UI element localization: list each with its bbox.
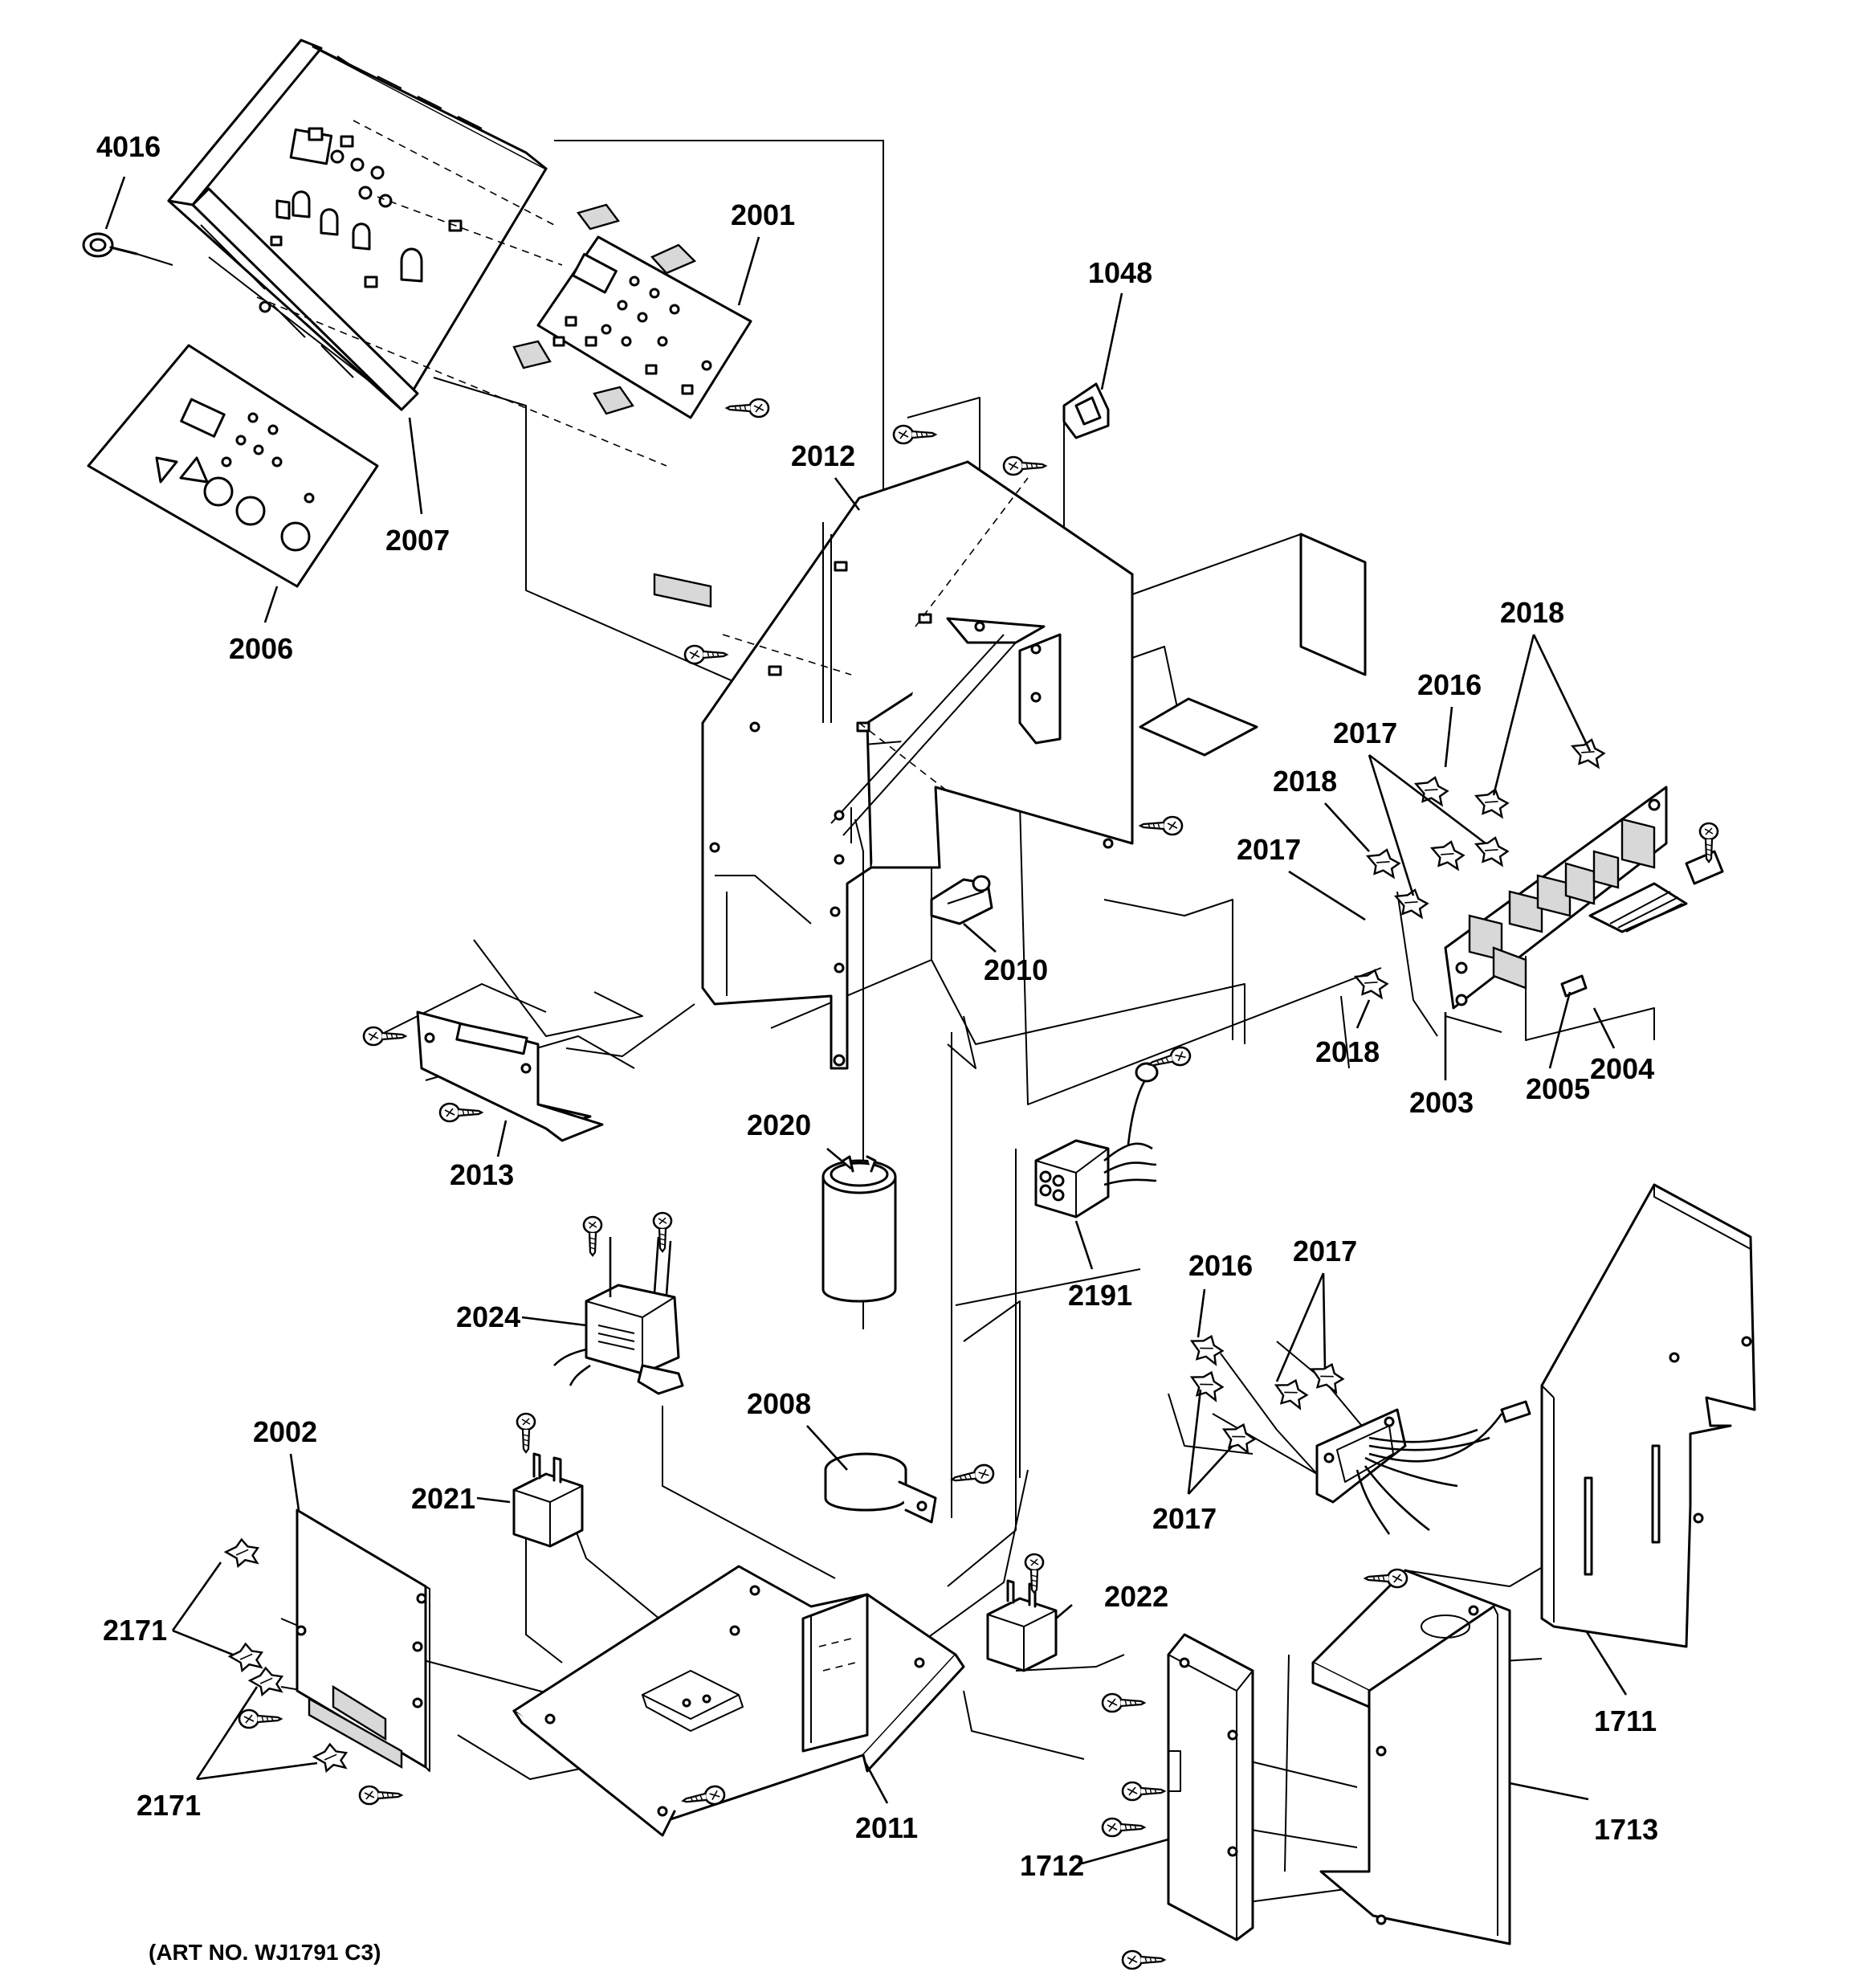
callout-2004: 2004: [1590, 1052, 1654, 1085]
callout-2013: 2013: [450, 1158, 514, 1191]
callout-2021: 2021: [411, 1482, 475, 1515]
cover-plate-2013: [362, 1010, 604, 1142]
switch-1048: [892, 382, 1110, 476]
callout-2017-top: 2017: [1333, 716, 1397, 749]
callout-2022: 2022: [1104, 1580, 1168, 1613]
knob-4016: [82, 232, 173, 266]
callout-2007: 2007: [385, 524, 450, 557]
control-box-2012: [653, 460, 1184, 1070]
callout-2002: 2002: [253, 1415, 317, 1448]
callout-2018-mid: 2018: [1273, 765, 1337, 798]
art-number: (ART NO. WJ1791 C3): [149, 1940, 381, 1965]
callout-2003: 2003: [1409, 1086, 1474, 1119]
callout-2011: 2011: [855, 1811, 918, 1844]
callout-1713: 1713: [1594, 1813, 1658, 1846]
callout-2005: 2005: [1526, 1072, 1590, 1105]
capacitor-strap-2008: [824, 1452, 997, 1524]
callout-1711: 1711: [1594, 1704, 1657, 1737]
side-panel-1711: [1540, 1183, 1756, 1648]
callout-2012: 2012: [791, 439, 855, 472]
wire-harness-2191: [1034, 1043, 1193, 1219]
relay-board-2003: [1351, 735, 1724, 1010]
transformer-2024: [553, 1211, 684, 1395]
control-board-2002: [222, 1508, 430, 1806]
rear-cover-1713: [1311, 1568, 1511, 1945]
callout-2020: 2020: [747, 1108, 811, 1141]
relay-2022: [986, 1553, 1058, 1672]
callout-2018-top: 2018: [1500, 596, 1564, 629]
callout-2017-low-top: 2017: [1293, 1235, 1357, 1268]
callout-2024: 2024: [456, 1300, 520, 1333]
relay-2021: [512, 1412, 584, 1548]
callout-leaders: [104, 176, 1628, 1865]
callout-2001: 2001: [731, 198, 795, 231]
callout-2017-mid: 2017: [1237, 833, 1301, 866]
wire-grommet-assembly: [1186, 1330, 1531, 1535]
bracket-2010: [930, 875, 993, 925]
callout-2016-top: 2016: [1417, 668, 1482, 701]
insulation-pads: [1139, 533, 1367, 757]
callout-2016-low: 2016: [1188, 1249, 1253, 1282]
callout-1712: 1712: [1020, 1849, 1084, 1882]
callout-1048: 1048: [1088, 256, 1152, 289]
callout-2006: 2006: [229, 632, 293, 665]
callout-2171-bottom: 2171: [137, 1789, 201, 1822]
base-bracket-2011: [512, 1565, 965, 1837]
callout-2008: 2008: [747, 1387, 811, 1420]
callout-2191: 2191: [1068, 1279, 1132, 1312]
capacitor-2020: [821, 1155, 897, 1303]
callout-labels: 4016 2001 1048 2012 2007 2006 2018 2016 …: [96, 130, 1658, 1965]
callout-2171-top: 2171: [103, 1614, 167, 1647]
callout-2010: 2010: [984, 953, 1048, 986]
control-board-2001: [512, 203, 770, 419]
callout-4016: 4016: [96, 130, 161, 163]
side-cover-1712: [1101, 1633, 1254, 1970]
callout-2017-low-bottom: 2017: [1152, 1502, 1217, 1535]
control-panel-housing-2007: [167, 39, 667, 467]
callout-2018-low: 2018: [1315, 1035, 1380, 1068]
control-overlay-2006: [87, 344, 379, 588]
